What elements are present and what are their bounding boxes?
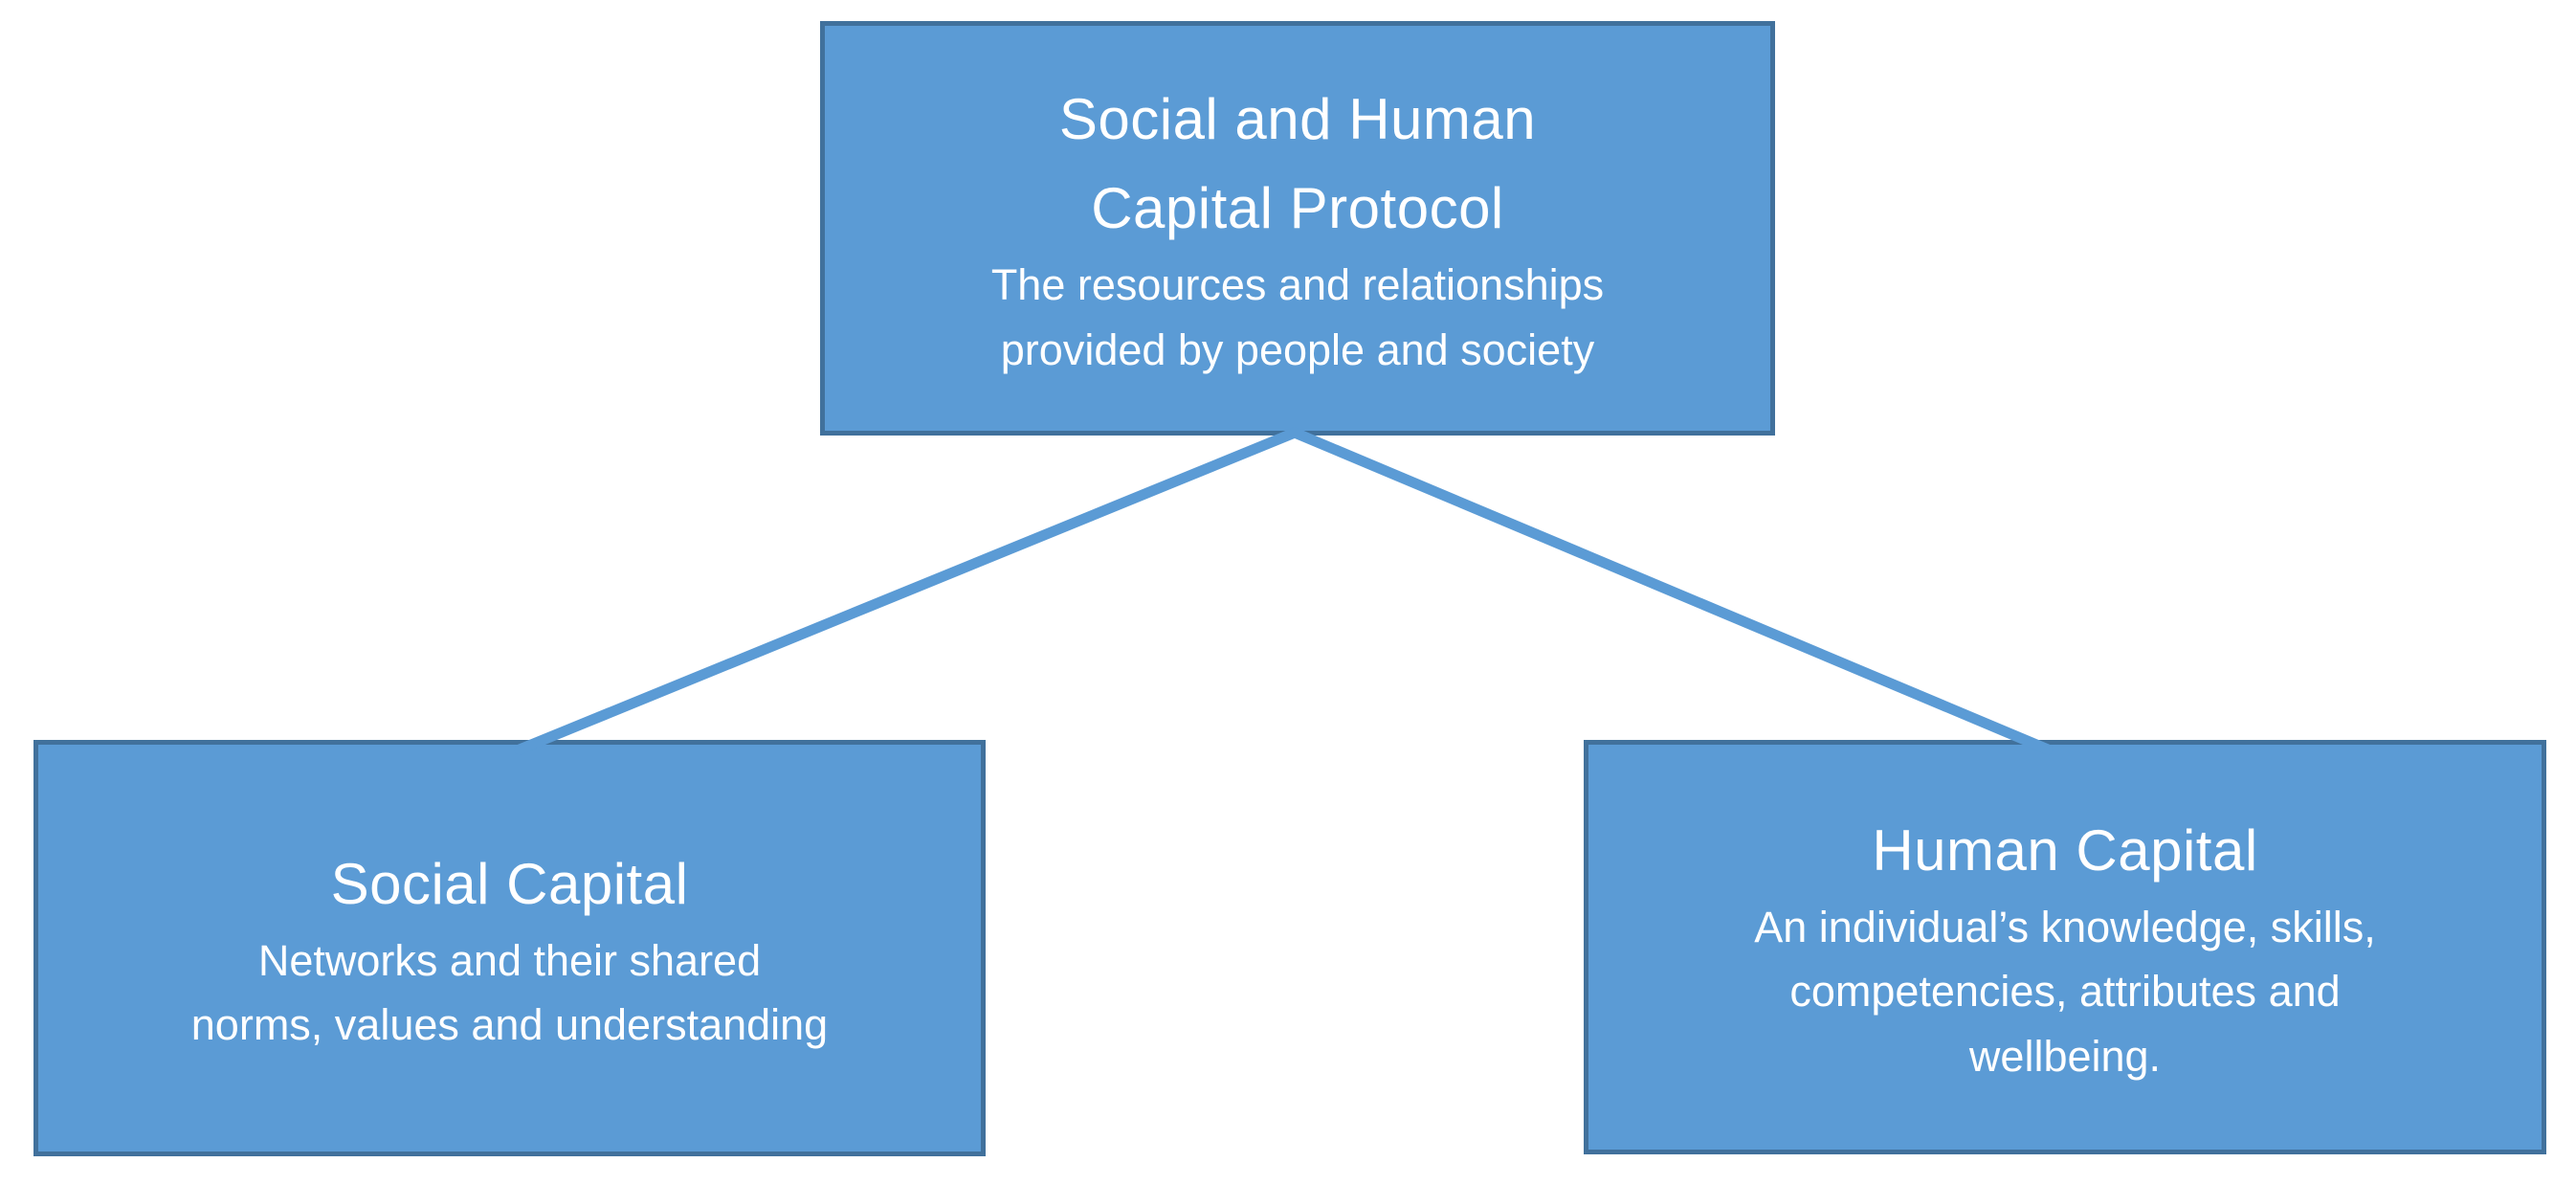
connector-right-line — [1289, 427, 2054, 755]
node-title-line: Human Capital — [1872, 817, 2258, 883]
node-title: Social Capital — [331, 839, 689, 928]
node-description-line: An individual’s knowledge, skills, — [1754, 902, 2376, 951]
node-description: The resources and relationships provided… — [991, 253, 1604, 382]
connector-left-line — [514, 427, 1300, 755]
node-title-line: Social Capital — [330, 851, 689, 916]
node-description-line: The resources and relationships — [990, 260, 1605, 309]
node-title: Human Capital — [1872, 806, 2257, 895]
node-description-line: provided by people and society — [1000, 324, 1595, 374]
node-title-line: Social and Human — [1058, 87, 1537, 151]
node-description: An individual’s knowledge, skills, compe… — [1754, 895, 2376, 1089]
node-description-line: wellbeing. — [1968, 1031, 2162, 1081]
node-social-capital: Social Capital Networks and their shared… — [33, 740, 986, 1156]
node-description-line: norms, values and understanding — [190, 1000, 829, 1049]
node-description-line: competencies, attributes and — [1789, 967, 2341, 1017]
node-description-line: Networks and their shared — [257, 935, 762, 985]
node-human-capital: Human Capital An individual’s knowledge,… — [1584, 740, 2546, 1154]
node-description: Networks and their shared norms, values … — [191, 928, 828, 1058]
node-title-line: Capital Protocol — [1091, 176, 1504, 240]
node-social-human-capital-protocol: Social and Human Capital Protocol The re… — [820, 21, 1775, 436]
node-title: Social and Human Capital Protocol — [1059, 75, 1536, 253]
